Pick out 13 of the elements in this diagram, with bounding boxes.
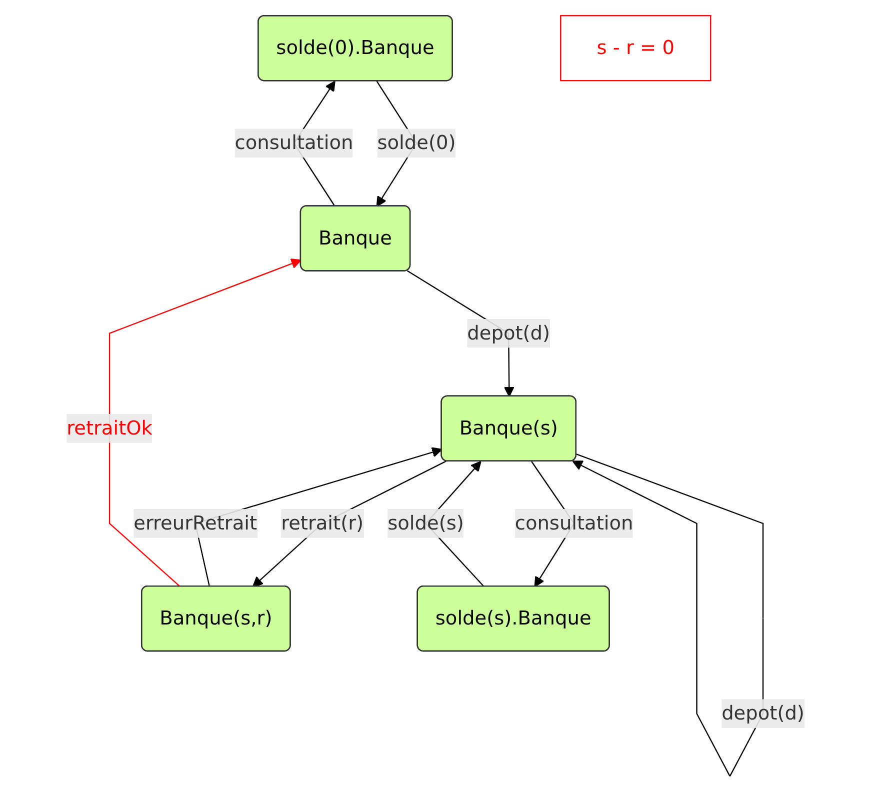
node-box [560, 14, 712, 81]
edge-label: depot(d) [468, 320, 550, 344]
edge-label: consultation [515, 510, 634, 534]
edge-label: solde(0) [378, 130, 456, 154]
edge-label: retrait(r) [282, 510, 364, 534]
edge-label: consultation [235, 130, 354, 154]
edge-label: erreurRetrait [134, 510, 258, 534]
arrow [109, 258, 302, 587]
edge-label: solde(s) [388, 510, 464, 534]
edge-label: depot(d) [722, 701, 805, 724]
arrow [195, 446, 443, 586]
arrow [252, 460, 447, 587]
edge-label: retraitOk [67, 416, 153, 439]
